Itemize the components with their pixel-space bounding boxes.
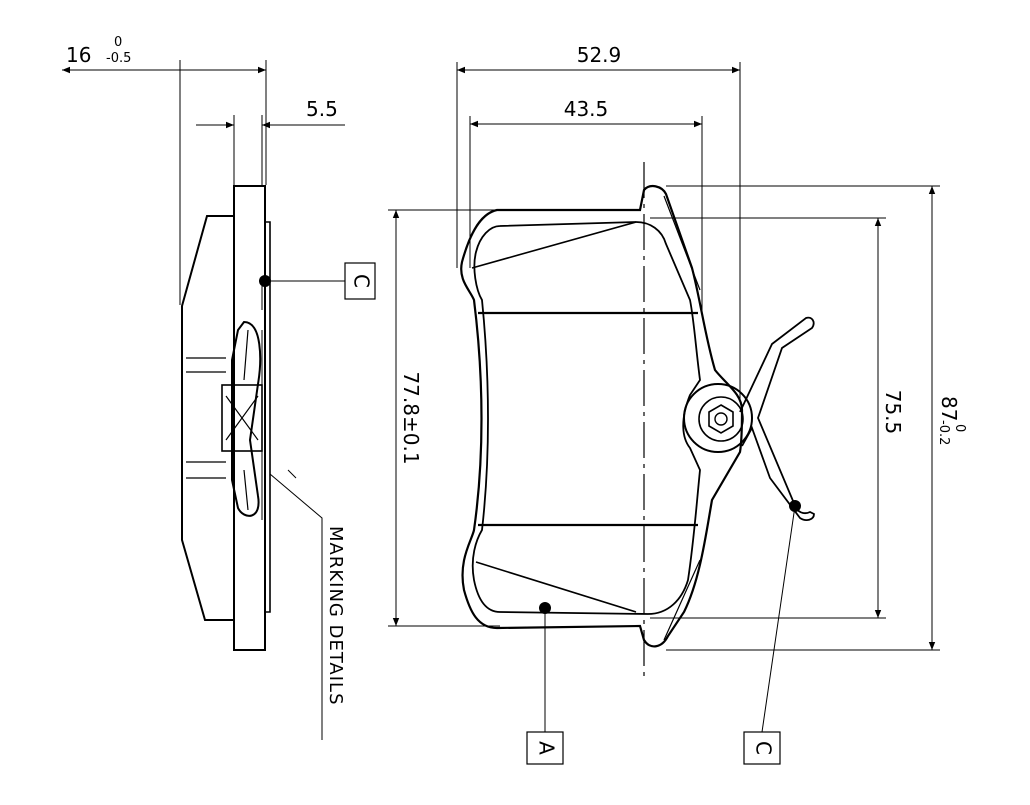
front-view: [388, 62, 940, 765]
side-clip-spring: [231, 320, 262, 517]
callout-box-side-c: [344, 262, 376, 300]
dim-side-thickness-tol-lower: -0.5: [106, 51, 131, 66]
side-lining-outline: [181, 215, 235, 621]
callout-box-front-c: [743, 731, 781, 765]
side-backing-plate: [233, 185, 266, 651]
pin-mid: [698, 396, 744, 442]
dim-side-thickness-value: 16: [66, 43, 91, 67]
dim-overall-height-tol-upper: 0: [952, 424, 967, 432]
dim-overall-height-value: 87: [937, 396, 961, 421]
pin-outer: [683, 383, 753, 453]
dim-lining-width-value: 43.5: [564, 97, 609, 121]
pin-hex-nut: [708, 404, 734, 434]
marking-details-label: MARKING DETAILS: [325, 526, 346, 706]
labels: 16 0 -0.5 5.5 52.9 43.5 77.8±0.1 75.5 87…: [66, 35, 967, 755]
side-clip-base: [221, 384, 263, 452]
dim-lining-height-value: 77.8±0.1: [399, 371, 423, 464]
lining-outline: [471, 221, 701, 615]
dim-overall-width-value: 52.9: [577, 43, 622, 67]
dim-overall-height-tol-lower: -0.2: [936, 420, 951, 445]
callout-side-c-label: C: [350, 274, 374, 288]
backing-plate-outline: [460, 184, 744, 648]
callout-box-a: [526, 731, 564, 765]
side-shim: [265, 221, 271, 613]
callout-a-label: A: [535, 741, 559, 755]
marking-leader: [269, 473, 323, 740]
callout-front-c-label: C: [752, 741, 776, 755]
wire-spring: [739, 316, 815, 521]
dim-backplate-value: 5.5: [306, 97, 338, 121]
dim-inner-height-value: 75.5: [881, 390, 905, 435]
side-view: [62, 60, 376, 740]
dim-side-thickness-tol-upper: 0: [114, 35, 122, 50]
